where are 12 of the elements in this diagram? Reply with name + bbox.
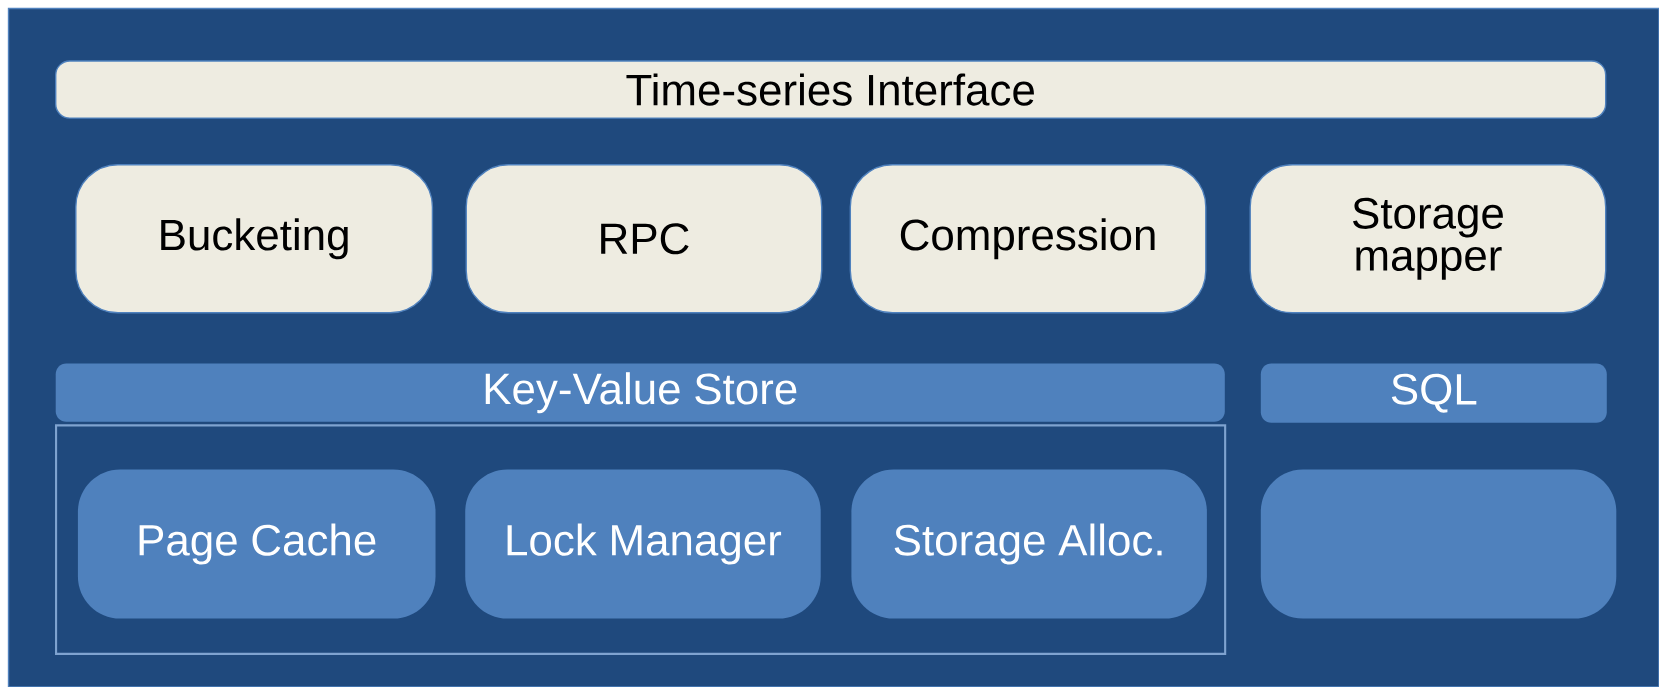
layer-bar: SQL (1260, 363, 1607, 423)
module-box: Compression (849, 164, 1207, 314)
group-box (55, 424, 1227, 655)
module-box: Bucketing (75, 164, 434, 314)
module-box: Storage mapper (1249, 164, 1607, 314)
interface-bar: Time-series Interface (55, 60, 1607, 119)
component-box: Storage Alloc. (851, 469, 1207, 619)
module-box: RPC (465, 164, 823, 314)
layer-bar: Key-Value Store (55, 363, 1225, 422)
component-box: Lock Manager (465, 469, 821, 619)
component-box: Page Cache (77, 469, 436, 619)
component-box (1260, 469, 1617, 619)
